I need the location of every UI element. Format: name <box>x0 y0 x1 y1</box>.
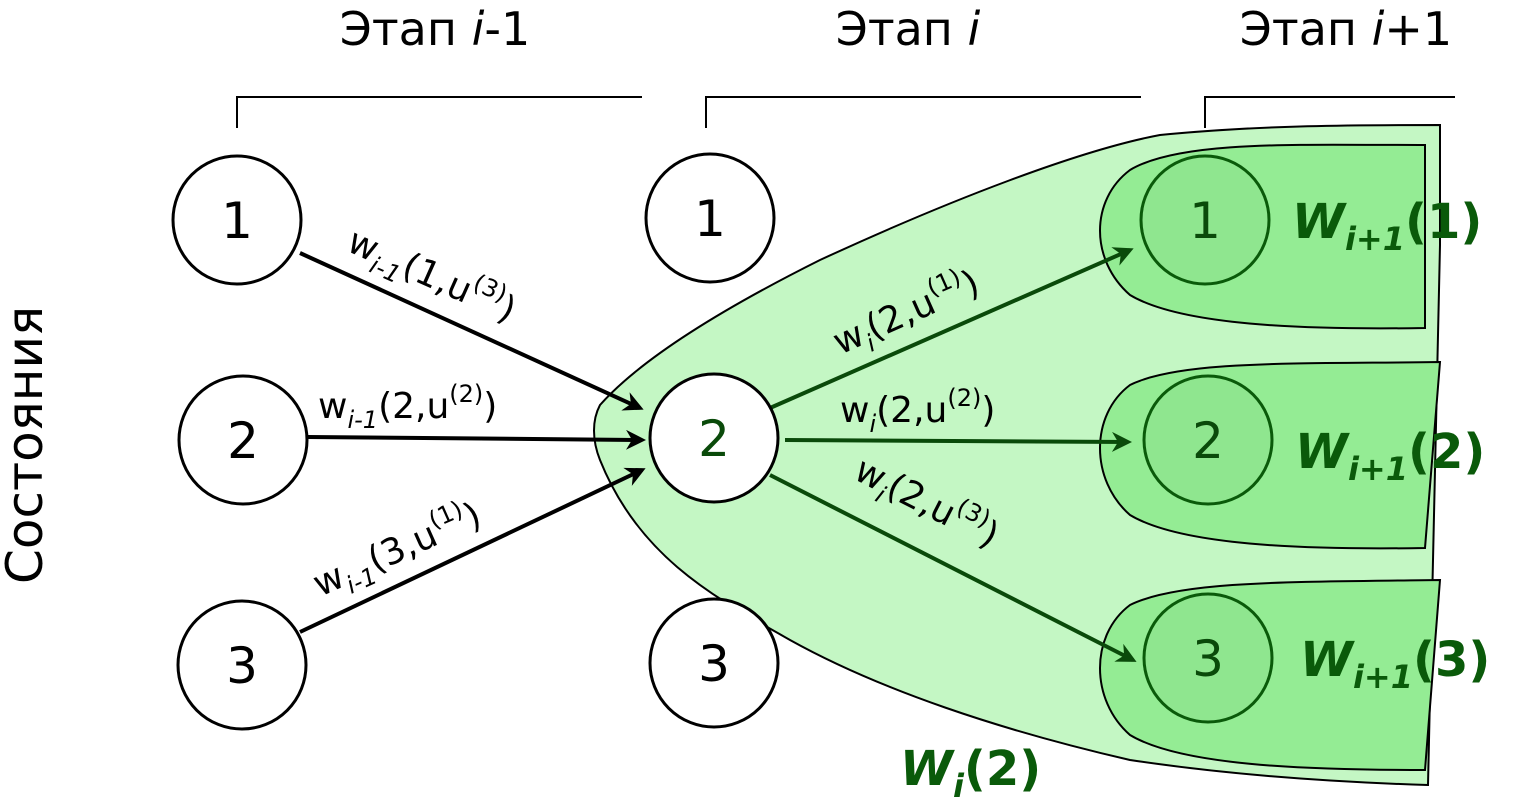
edge-out-3 <box>769 473 1137 662</box>
value-next-3: Wi+1(3) <box>1300 632 1490 696</box>
node-next-3: 3 <box>1142 592 1274 724</box>
node-curr-3: 3 <box>648 597 780 729</box>
edge-out-1-label: wi(2,u(1)) <box>825 257 989 370</box>
node-prev-2: 2 <box>177 374 309 506</box>
node-next-1: 1 <box>1139 154 1271 286</box>
svg-text:1: 1 <box>221 192 253 250</box>
svg-text:1: 1 <box>694 190 726 248</box>
svg-text:2: 2 <box>698 410 730 468</box>
node-next-2: 2 <box>1142 374 1274 506</box>
edge-in-1 <box>299 251 644 411</box>
stage-bracket-prev <box>236 96 642 128</box>
edge-in-2-label: wi-1(2,u(2)) <box>318 380 497 434</box>
svg-text:2: 2 <box>1192 412 1224 470</box>
svg-text:3: 3 <box>226 637 258 695</box>
stage-label-next: Этап i+1 <box>1240 2 1452 56</box>
edge-out-2-label: wi(2,u(2)) <box>840 384 995 438</box>
stage-bracket-next <box>1204 96 1455 128</box>
value-next-1: Wi+1(1) <box>1292 194 1482 258</box>
svg-text:1: 1 <box>1189 192 1221 250</box>
svg-text:2: 2 <box>227 412 259 470</box>
states-axis-label: Состояния <box>0 306 54 584</box>
node-curr-1: 1 <box>644 152 776 284</box>
edge-in-3-label: wi-1(3,u(1)) <box>305 489 491 611</box>
value-next-2: Wi+1(2) <box>1295 424 1485 488</box>
edge-in-1-label: wi-1(1,u(3)) <box>338 215 524 337</box>
svg-text:3: 3 <box>1192 630 1224 688</box>
stage-label-prev: Этап i-1 <box>340 2 530 56</box>
node-prev-3: 3 <box>176 599 308 731</box>
edge-in-3 <box>299 467 646 634</box>
stage-label-curr: Этап i <box>836 2 981 56</box>
node-prev-1: 1 <box>171 154 303 286</box>
stage-bracket-curr <box>705 96 1141 128</box>
svg-text:3: 3 <box>698 635 730 693</box>
value-curr-2: Wi(2) <box>900 741 1041 798</box>
edge-out-1 <box>769 247 1134 410</box>
edge-in-2 <box>307 429 646 450</box>
node-curr-2: 2 <box>648 372 780 504</box>
edge-out-2 <box>784 431 1132 452</box>
